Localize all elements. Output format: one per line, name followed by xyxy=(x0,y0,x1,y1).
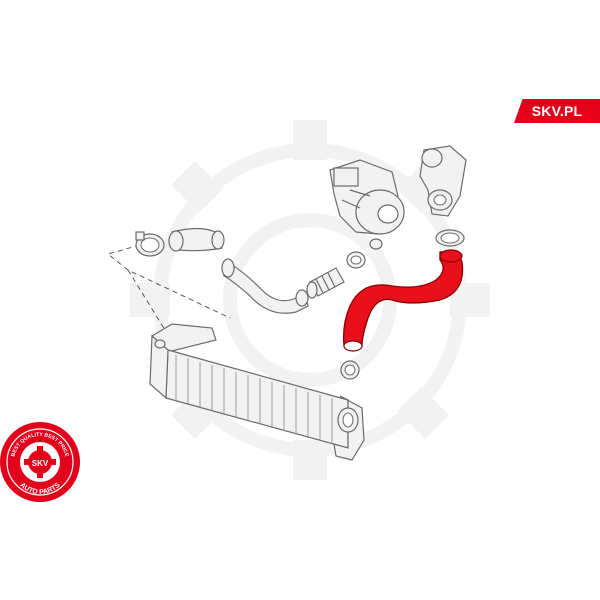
hose-clamp-lower xyxy=(340,360,360,380)
intake-hose-upper xyxy=(168,227,225,252)
assembly-guide-lines xyxy=(106,244,231,331)
hose-clamp-right xyxy=(435,229,465,247)
brand-badge: SKV.PL xyxy=(514,99,600,123)
highlighted-intercooler-hose xyxy=(342,249,464,352)
red-hose-body xyxy=(342,251,464,347)
seal-center-text: SKV xyxy=(32,459,49,468)
sealing-ring xyxy=(346,238,383,269)
seal-logo-icon: SKV BEST QUALITY BEST PRICE AUTO PARTS xyxy=(0,422,80,502)
intercooler xyxy=(149,323,365,461)
corrugated-coupler xyxy=(306,267,345,299)
charge-air-pipe xyxy=(221,258,309,314)
turbocharger xyxy=(329,159,405,235)
intake-housing xyxy=(419,145,467,217)
hose-clamp-left xyxy=(135,231,165,257)
